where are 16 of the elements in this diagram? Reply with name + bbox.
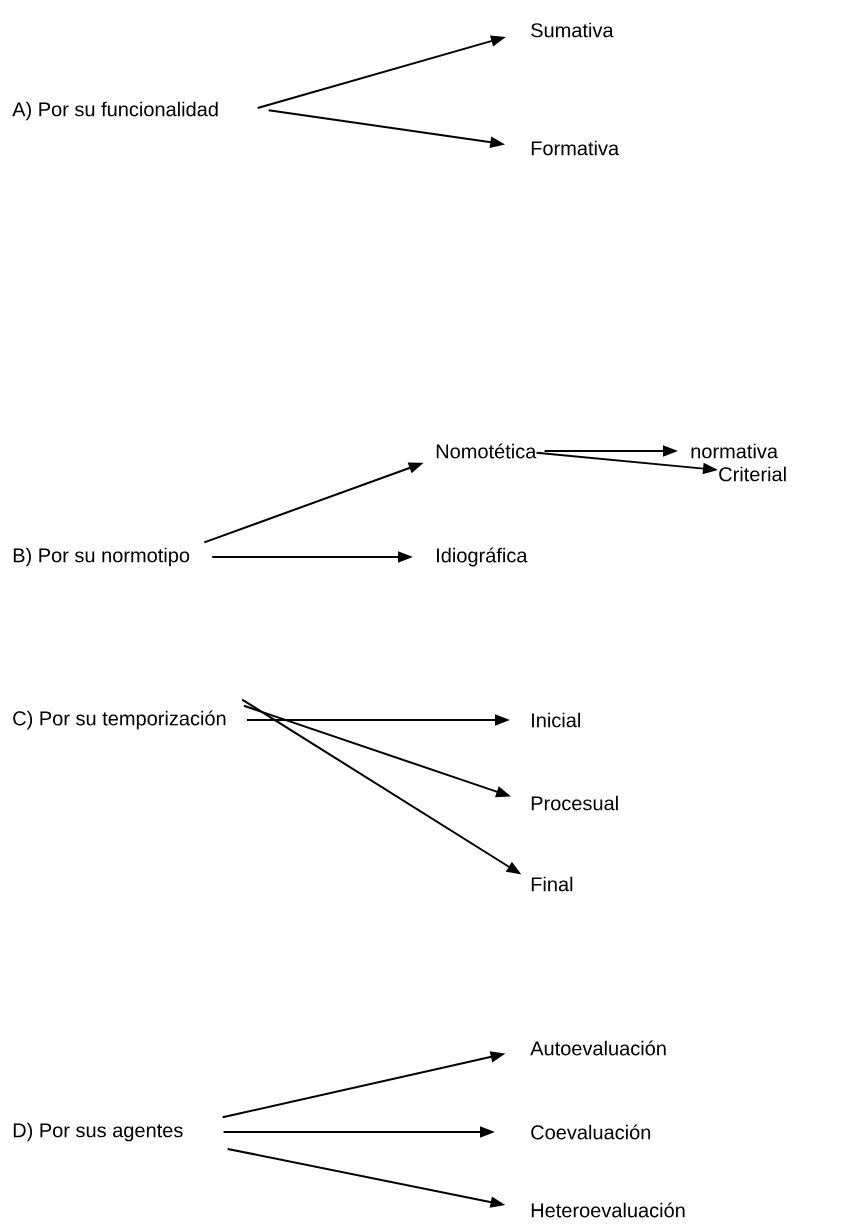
category-label: Heteroevaluación [531, 1202, 685, 1218]
category-label: Formativa [531, 140, 620, 156]
category-label: Idiográfica [437, 547, 528, 567]
category-label: Inicial [532, 712, 580, 728]
category-label: D) Por sus agentes [13, 1122, 183, 1142]
category-label: B) Por su normotipo [13, 547, 190, 567]
category-label: A) Por su funcionalidad [12, 101, 218, 121]
category-label: Sumativa [531, 22, 614, 38]
category-label: Procesual [531, 795, 618, 811]
category-label: Criterial [719, 466, 786, 482]
category-label: C) Por su temporización [13, 710, 226, 730]
category-label: Nomotética [436, 443, 537, 459]
category-label: Autoevaluación [530, 1040, 666, 1056]
category-label: normativa [691, 443, 778, 459]
category-label: Final [531, 876, 573, 892]
category-label: Coevaluación [531, 1124, 651, 1140]
